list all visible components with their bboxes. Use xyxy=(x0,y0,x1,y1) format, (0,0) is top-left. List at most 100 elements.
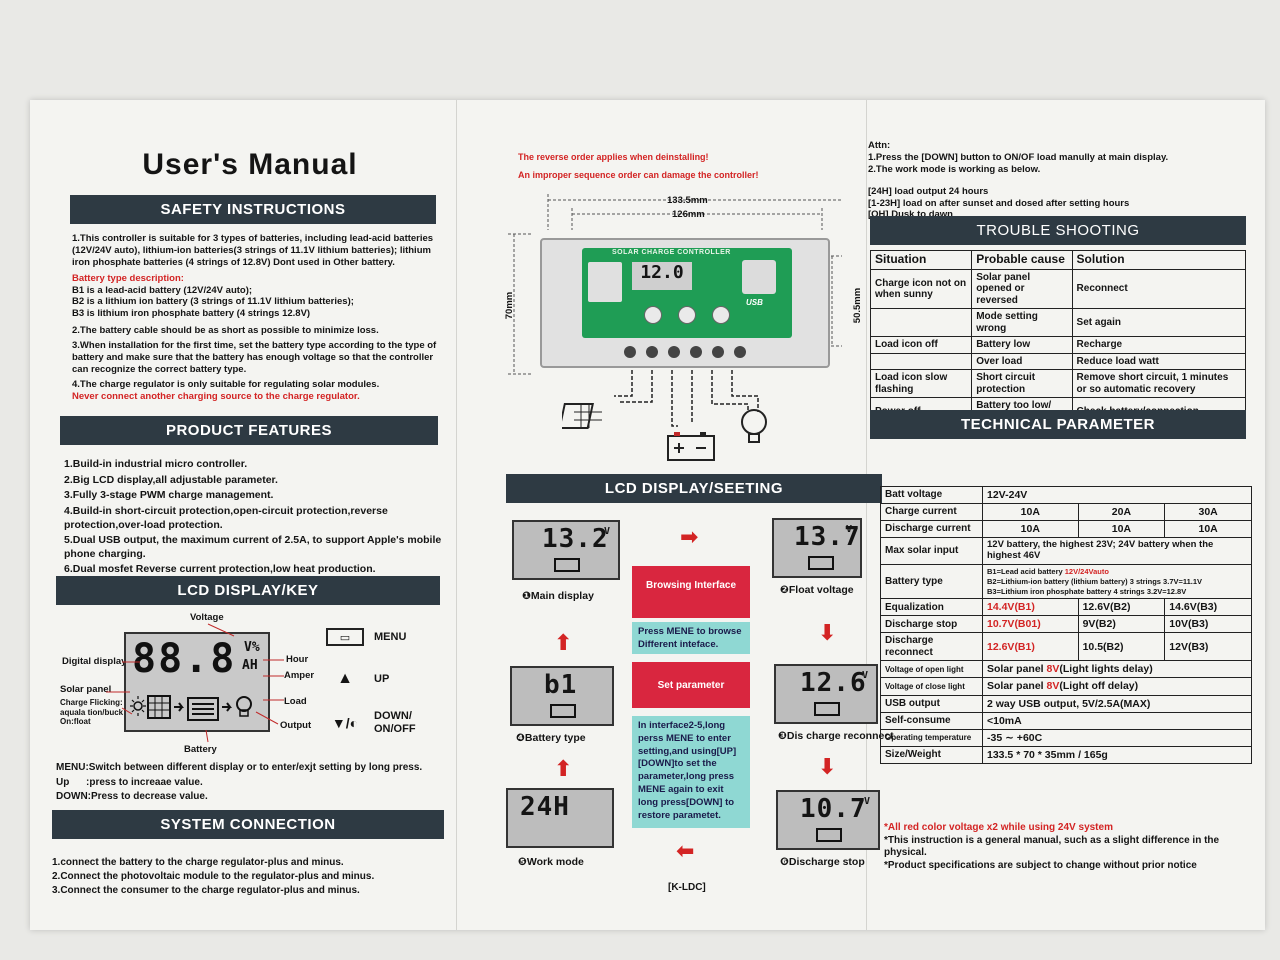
screen-main-unit: V xyxy=(603,526,610,537)
dim-width-outer: 133.5mm xyxy=(667,195,708,206)
param-text: Solar panel xyxy=(987,680,1047,693)
mode-24h: [24H] load output 24 hours xyxy=(868,185,989,197)
lcd-digits: 88.8 xyxy=(132,636,237,682)
desc-down: DOWN:Press to decrease value. xyxy=(56,791,208,802)
param-key: Batt voltage xyxy=(880,485,983,505)
param-value: 12V battery, the highest 23V; 24V batter… xyxy=(982,537,1252,566)
system-item: 1.connect the battery to the charge regu… xyxy=(52,857,344,868)
param-value: 10A xyxy=(1164,520,1252,539)
browsing-box: Browsing Interface xyxy=(632,566,750,618)
up-button xyxy=(678,306,696,324)
arrow-up-icon: ⬆ xyxy=(554,630,573,655)
table-cell: Mode setting wrong xyxy=(971,308,1073,338)
param-value: 14.4V(B1) xyxy=(982,598,1079,617)
system-heading: SYSTEM CONNECTION xyxy=(52,810,444,839)
table-cell: Remove short circuit, 1 minutes or so au… xyxy=(1071,369,1247,399)
footnote-24v: *All red color voltage x2 while using 24… xyxy=(884,822,1113,833)
safety-item-3: 3.When installation for the first time, … xyxy=(72,340,437,375)
param-value: 10A xyxy=(1077,520,1166,539)
screen-float-value: 13.7 xyxy=(794,522,861,552)
table-row: Voltage of close light Solar panel 8V(Li… xyxy=(880,677,1252,696)
param-text: (Light off delay) xyxy=(1059,680,1139,693)
caption-battery-type: ❹Battery type xyxy=(516,732,586,744)
right-panel: Attn: 1.Press the [DOWN] button to ON/OF… xyxy=(862,100,1265,930)
param-key: Discharge reconnect xyxy=(880,632,983,662)
lcd-key-heading: LCD DISPLAY/KEY xyxy=(56,576,440,605)
param-key: Voltage of close light xyxy=(880,677,983,696)
param-value: Solar panel 8V(Light off delay) xyxy=(982,677,1252,696)
param-value: 12V-24V xyxy=(982,485,1252,505)
key-down: ▼/◐ DOWN/ ON/OFF xyxy=(326,710,442,736)
param-key: Equalization xyxy=(880,598,983,617)
label-voltage: Voltage xyxy=(190,612,224,623)
usb-port-icon xyxy=(742,260,776,294)
table-cell: Reconnect xyxy=(1071,268,1247,310)
param-key: Charge current xyxy=(880,503,983,522)
param-value: B1=Lead acid battery 12V/24Vauto B2=Lith… xyxy=(982,564,1252,600)
lcd-unit-bottom: AH xyxy=(242,658,258,673)
arrow-left-icon: ⬅ xyxy=(676,838,695,863)
safety-warning: Never connect another charging source to… xyxy=(72,390,360,402)
table-cell: Load icon off xyxy=(869,336,973,354)
lcd-diagram: Voltage Digital display Solar panel Char… xyxy=(58,612,318,762)
screen-float-unit: V xyxy=(845,524,852,535)
feature-item: 3.Fully 3-stage PWM charge management. xyxy=(64,489,274,502)
fold-line xyxy=(866,100,867,930)
table-row: Over load Reduce load watt xyxy=(869,352,1247,371)
terminal xyxy=(712,346,724,358)
features-list: 1.Build-in industrial micro controller. … xyxy=(64,458,444,579)
param-key: Voltage of open light xyxy=(880,660,983,679)
technical-parameter-heading: TECHNICAL PARAMETER xyxy=(870,410,1246,439)
attn-item-2: 2.The work mode is working as below. xyxy=(868,163,1041,175)
table-row: Discharge current 10A 10A 10A xyxy=(880,520,1252,539)
param-value: 2 way USB output, 5V/2.5A(MAX) xyxy=(982,694,1252,713)
terminal xyxy=(690,346,702,358)
battery-icon xyxy=(550,704,576,718)
lcd-screen: 88.8 V% AH xyxy=(124,632,270,732)
left-panel: User's Manual SAFETY INSTRUCTIONS 1.This… xyxy=(30,100,450,930)
screen-battery-type-value: b1 xyxy=(544,670,578,700)
battery-icon xyxy=(187,697,219,721)
screen-discharge-reconnect: 12.6 V xyxy=(774,664,878,724)
battery-type-b1-voltage: 12V/24Vauto xyxy=(1064,567,1109,577)
battery-icon xyxy=(814,702,840,716)
caption-work-mode: ❺Work mode xyxy=(518,856,584,868)
caption-discharge-stop: ❻Discharge stop xyxy=(780,856,865,868)
label-hour: Hour xyxy=(286,654,309,665)
controller-icon-panel xyxy=(588,262,622,302)
browsing-desc: Press MENE to browse Different inteface. xyxy=(632,622,750,654)
up-key-icon: ▲ xyxy=(337,670,353,687)
key-descriptions: MENU:Switch between different display or… xyxy=(56,762,456,804)
set-parameter-desc: In interface2-5,long perss MENE to enter… xyxy=(632,716,750,828)
dim-width-inner: 126mm xyxy=(672,209,705,220)
label-amper: Amper xyxy=(284,670,315,681)
battery-type-b1: B1=Lead acid battery xyxy=(987,567,1065,577)
battery-type-line: B1=Lead acid battery 12V/24Vauto xyxy=(987,567,1247,577)
caption-float-voltage: ❷Float voltage xyxy=(780,584,854,596)
attn-title: Attn: xyxy=(868,140,891,151)
controller-drawing: SOLAR CHARGE CONTROLLER 12.0 USB xyxy=(540,238,830,368)
arrow-up-icon: ⬆ xyxy=(554,756,573,781)
table-cell: Set again xyxy=(1071,308,1247,338)
fold-line xyxy=(456,100,457,930)
table-cell xyxy=(869,352,973,371)
caption-discharge-reconnect: ❸Dis charge reconnect xyxy=(778,730,894,742)
troubleshooting-heading: TROUBLE SHOOTING xyxy=(870,216,1246,245)
battery-type-label: Battery type description: xyxy=(72,272,184,284)
param-key: Battery type xyxy=(880,564,983,600)
table-cell: Battery low xyxy=(971,336,1073,354)
label-solar-panel: Solar panel xyxy=(60,684,112,695)
safety-heading: SAFETY INSTRUCTIONS xyxy=(70,195,436,224)
param-key: Operating temperature xyxy=(880,728,983,747)
key-up-label: UP xyxy=(374,673,390,685)
param-value: 12.6V(B1) xyxy=(982,632,1079,662)
param-key: Discharge current xyxy=(880,520,983,539)
table-row: Battery type B1=Lead acid battery 12V/24… xyxy=(880,564,1252,600)
battery-type-b2: B2 is a lithium ion battery (3 strings o… xyxy=(72,296,354,308)
screen-battery-type: b1 xyxy=(510,666,614,726)
key-up: ▲ UP xyxy=(326,670,442,688)
param-key: Size/Weight xyxy=(880,745,983,764)
table-row: Charge current 10A 20A 30A xyxy=(880,503,1252,522)
menu-key-icon: ▭ xyxy=(326,628,364,646)
param-value: 10.7V(B01) xyxy=(982,615,1079,634)
